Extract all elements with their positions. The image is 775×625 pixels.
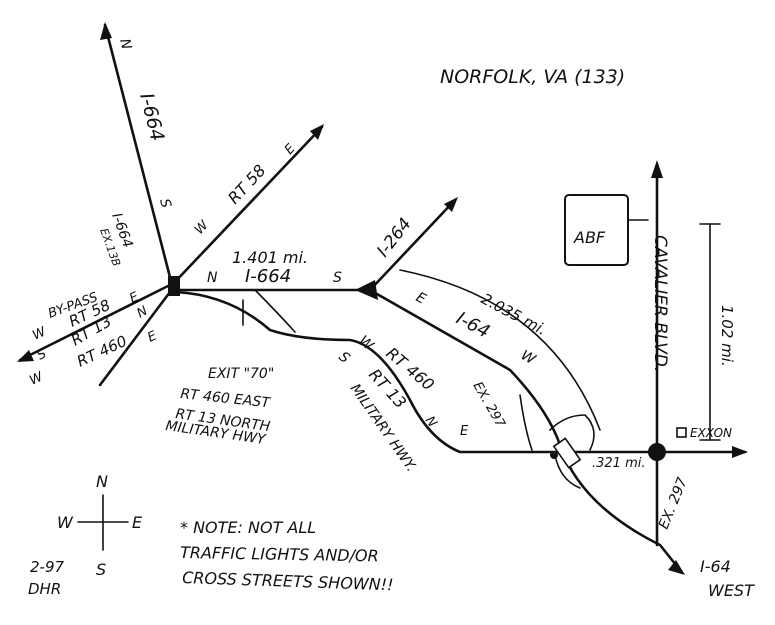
rt460-left-w: W — [27, 369, 46, 389]
i64-road — [368, 288, 682, 572]
i664-north-arrowhead — [100, 22, 112, 40]
rt13-n: N — [422, 414, 440, 431]
signature-date: 2-97 — [30, 558, 64, 576]
i664-north-label: I-664 — [135, 91, 168, 144]
abf-label: ABF — [573, 228, 606, 247]
ex297-lower-label: EX. 297 — [656, 475, 691, 531]
exxon-icon — [676, 427, 687, 438]
i64-label: I-64 — [453, 308, 494, 343]
i264-label: I-264 — [373, 214, 416, 261]
rt58-road — [170, 125, 324, 287]
rt58-arrowhead — [310, 124, 324, 140]
distance-1-401: 1.401 mi. — [232, 248, 308, 267]
ex297-ramp-a — [519, 394, 533, 451]
bridge-marker — [552, 437, 582, 469]
i664-mid-s: S — [333, 270, 342, 286]
i64-west-word: WEST — [708, 581, 755, 600]
note-line3: CROSS STREETS SHOWN!! — [182, 568, 394, 594]
distance-arc-2-035 — [399, 269, 601, 431]
ex297-ramp-b — [549, 414, 595, 451]
east-road-arrowhead — [732, 446, 748, 458]
left-road-lower — [98, 290, 172, 387]
rt13-left-s: S — [35, 346, 50, 363]
i664-mid-n: N — [207, 270, 218, 286]
i264-road — [368, 198, 457, 292]
distance-1-02: 1.02 mi. — [718, 305, 736, 367]
compass-e: E — [132, 513, 143, 532]
rt460-e: E — [460, 424, 469, 439]
note-line1: * NOTE: NOT ALL — [180, 518, 316, 537]
compass-n: N — [96, 472, 108, 491]
i64-west-arrowhead — [668, 560, 685, 575]
compass-w: W — [57, 513, 74, 532]
ex297-upper-label: EX. 297 — [470, 380, 508, 432]
distance-321: .321 mi. — [592, 456, 646, 471]
rt460-road — [174, 290, 657, 454]
rt58-label: RT 58 — [224, 161, 270, 208]
cavalier-arrowhead — [651, 160, 663, 178]
i64-w: W — [518, 347, 539, 368]
abf-box — [564, 194, 629, 266]
ex297-ramp-c — [554, 454, 581, 489]
signature-initials: DHR — [28, 580, 61, 598]
i64-e: E — [413, 289, 428, 307]
i664-north-road — [103, 23, 174, 287]
compass-s: S — [96, 560, 106, 579]
i64-west-label: I-64 — [700, 557, 731, 576]
left-road-upper — [18, 283, 172, 362]
map-title: NORFOLK, VA (133) — [440, 66, 625, 88]
exit70-ramp — [254, 289, 296, 333]
exxon-label: EXXON — [690, 426, 732, 440]
note-line2: TRAFFIC LIGHTS AND/OR — [180, 543, 379, 565]
exxon-intersection — [648, 443, 666, 461]
cavalier-blvd-label: CAVALIER BLVD. — [650, 235, 670, 372]
i664-north-n: N — [116, 37, 134, 52]
left-road-upper-arrowhead — [17, 350, 34, 362]
bypass-w: W — [30, 324, 49, 344]
i264-arrowhead — [444, 197, 458, 212]
interchange-marker — [168, 276, 180, 296]
i664-mid-label: I-664 — [245, 266, 291, 287]
rt460-left-e: E — [145, 328, 159, 345]
rt13-s: S — [335, 349, 352, 367]
exit70-line1: EXIT "70" — [208, 366, 274, 382]
i664-north-s: S — [156, 197, 174, 210]
ex297-junction — [550, 451, 558, 459]
i264-junction — [355, 280, 378, 300]
rt58-w: W — [192, 217, 213, 237]
